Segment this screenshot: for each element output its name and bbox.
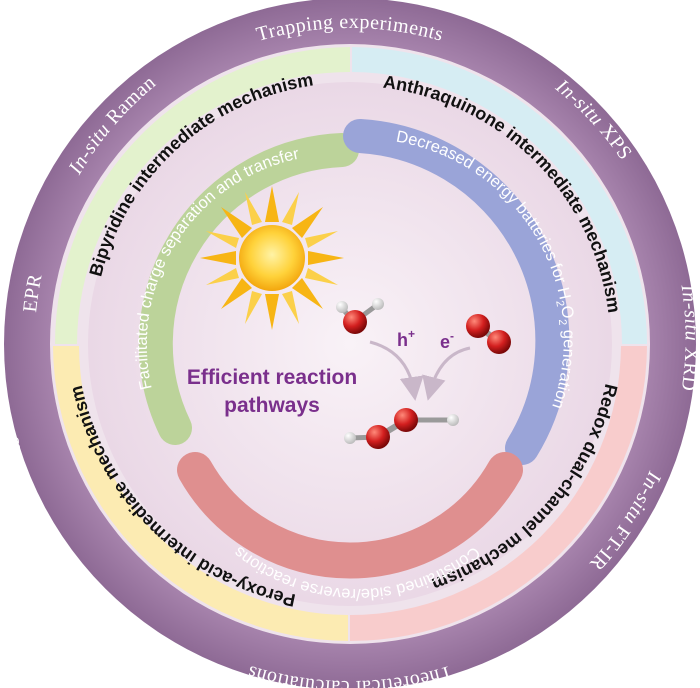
side-reaction-arc xyxy=(177,452,523,579)
hydrogen-peroxide-molecule-icon xyxy=(344,408,459,449)
redox-band xyxy=(350,346,647,642)
anthraquinone-band xyxy=(352,47,647,344)
electron-arrow xyxy=(422,346,471,401)
hole-label: h+ xyxy=(397,327,415,350)
electron-label: e- xyxy=(440,329,454,352)
center-title-line1: Efficient reaction xyxy=(187,366,357,389)
bipyridine-band xyxy=(54,47,350,344)
hole-arrow xyxy=(369,340,424,401)
sun-icon xyxy=(200,186,344,330)
water-molecule-icon xyxy=(336,298,384,334)
charge-transfer-arc xyxy=(138,133,359,445)
oxygen-molecule-icon xyxy=(466,314,511,354)
peroxy-band xyxy=(53,346,348,641)
energy-barrier-arc xyxy=(343,119,570,465)
insitu-xrd-label: In-situ XRD xyxy=(676,282,700,392)
center-title-line2: pathways xyxy=(224,394,320,417)
